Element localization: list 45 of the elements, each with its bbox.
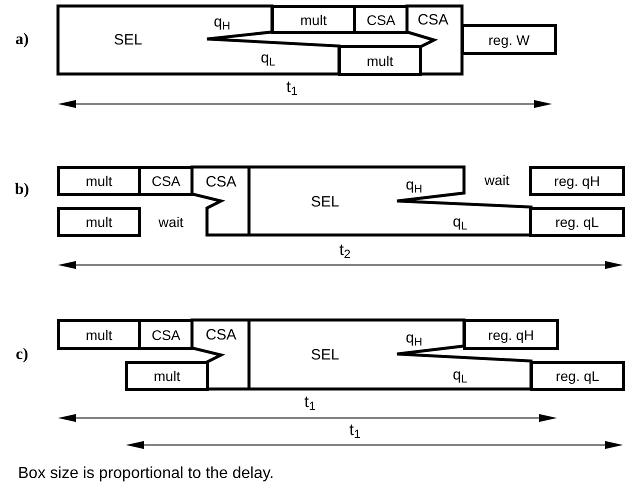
block-label: reg. qL	[555, 215, 599, 229]
caption: Box size is proportional to the delay.	[18, 466, 274, 482]
mult-block	[57, 166, 141, 196]
panel-label: a)	[15, 32, 29, 48]
block-label: reg. qL	[556, 369, 600, 383]
block-label: mult	[154, 369, 180, 383]
block-label: CSA	[206, 328, 236, 342]
block-label: CSA	[152, 328, 180, 342]
mult-block	[57, 207, 141, 237]
signal-label: q$_{L}$	[260, 50, 276, 66]
csa-block	[138, 166, 194, 196]
wait-label: wait	[484, 173, 510, 187]
panel-label: c)	[16, 347, 28, 363]
register-block	[461, 24, 557, 55]
csa-block	[138, 319, 194, 350]
register-block	[529, 207, 625, 237]
csa-block	[353, 5, 409, 34]
block-label: reg. qH	[554, 174, 600, 188]
block-label: mult	[300, 12, 327, 26]
block-label: SEL	[310, 194, 340, 210]
mult-block	[338, 45, 422, 76]
block-label: CSA	[366, 12, 396, 26]
block-label: reg. W	[488, 32, 530, 46]
register-block	[530, 361, 625, 391]
mult-block	[125, 361, 209, 391]
wait-label: wait	[158, 215, 184, 229]
block-label: CSA	[206, 174, 236, 190]
block-label: mult	[366, 54, 394, 68]
time-label: t$_{1}$	[304, 395, 316, 411]
signal-label: q$_{L}$	[452, 214, 468, 230]
signal-label: q$_{H}$	[214, 14, 230, 30]
register-block	[529, 166, 625, 196]
time-label: t$_{1}$	[349, 423, 361, 439]
block-label: mult	[86, 174, 112, 188]
block-label: SEL	[114, 32, 142, 48]
mult-block	[271, 5, 356, 34]
block-label: mult	[86, 215, 112, 229]
block-label: CSA	[418, 12, 448, 28]
mult-block	[57, 319, 141, 350]
panel-label: b)	[14, 182, 30, 198]
block-label: mult	[86, 328, 112, 342]
signal-label: q$_{H}$	[406, 178, 422, 192]
time-label: t$_{1}$	[286, 80, 298, 96]
block-label: CSA	[152, 174, 180, 188]
time-label: t$_{2}$	[339, 243, 351, 259]
